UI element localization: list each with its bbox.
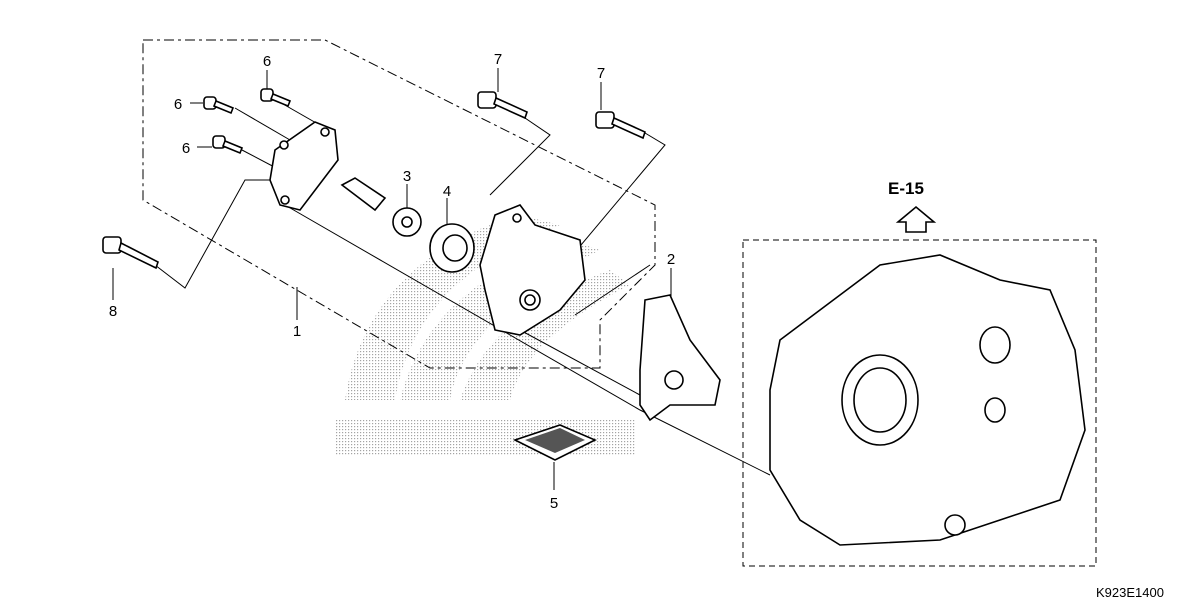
crankcase [769, 254, 1086, 546]
bolt-6a [203, 96, 235, 115]
up-arrow-icon [895, 205, 937, 233]
crankcase-reference-box [742, 239, 1097, 567]
pump-body [479, 204, 586, 336]
callout-1: 1 [293, 323, 301, 340]
callout-6a: 6 [263, 53, 271, 70]
bolt-6b [260, 88, 292, 108]
bolt-6c [212, 135, 244, 155]
gasket-2 [639, 294, 721, 422]
leader-lines [112, 68, 771, 490]
callout-7a: 7 [494, 51, 502, 68]
bolt-7a [477, 91, 528, 120]
inner-rotor-3 [392, 207, 422, 237]
bolt-7b [595, 111, 646, 140]
callout-5: 5 [550, 495, 558, 512]
drawing-code: K923E1400 [1096, 585, 1164, 600]
callout-3: 3 [403, 168, 411, 185]
callout-4: 4 [443, 183, 451, 200]
pump-shaft [340, 177, 387, 212]
outer-rotor-4 [429, 223, 475, 273]
callout-2: 2 [667, 251, 675, 268]
callout-8: 8 [109, 303, 117, 320]
callout-7b: 7 [597, 65, 605, 82]
reference-e15[interactable]: E-15 [888, 179, 924, 198]
callout-6c: 6 [182, 140, 190, 157]
bolt-8 [102, 236, 159, 270]
strainer-5 [512, 424, 597, 461]
callout-6b: 6 [174, 96, 182, 113]
pump-cover [269, 121, 339, 211]
assembly-outline [142, 39, 656, 369]
